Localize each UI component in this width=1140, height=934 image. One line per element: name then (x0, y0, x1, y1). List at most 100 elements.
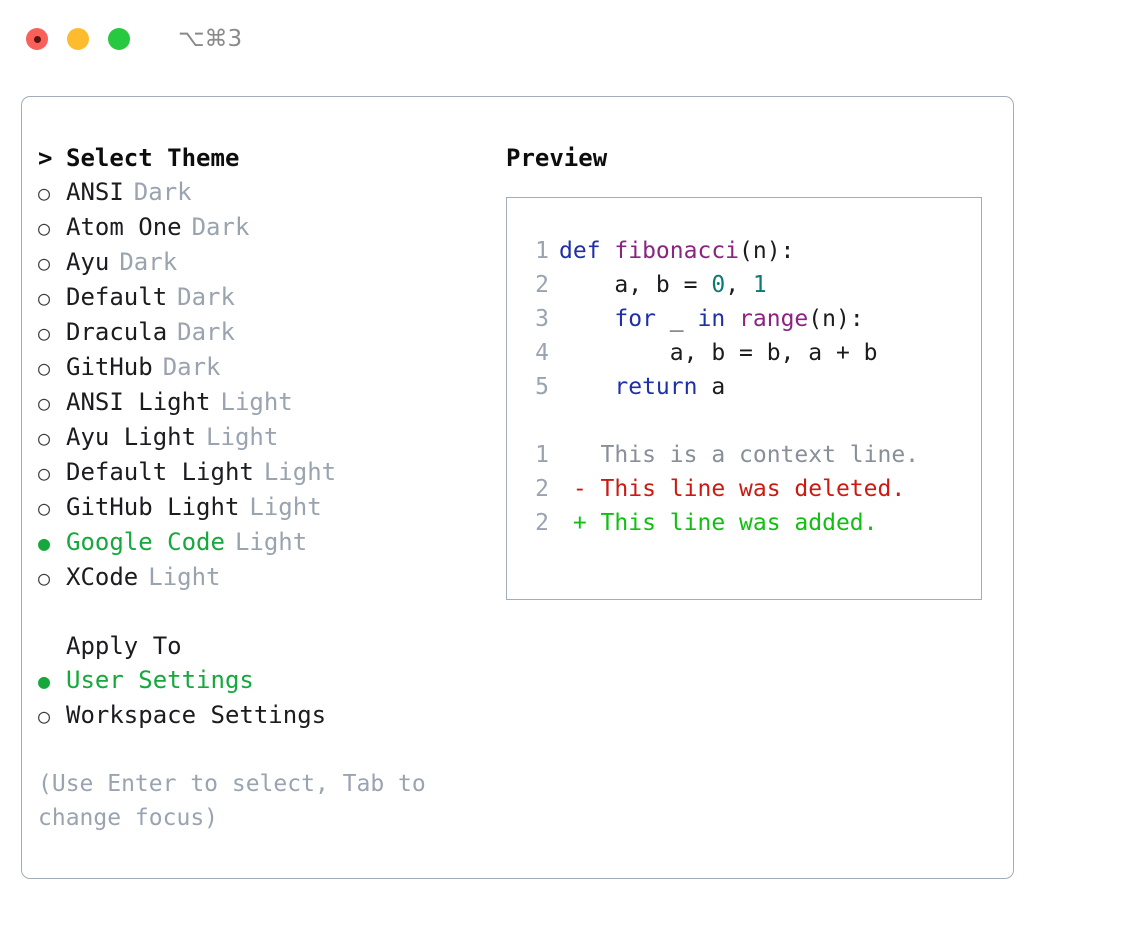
diff-text-del: - This line was deleted. (559, 476, 906, 502)
radio-unselected-icon: ○ (38, 566, 51, 590)
theme-category: Dark (191, 213, 250, 241)
apply-to-label: User Settings (66, 666, 254, 694)
theme-category: Light (206, 423, 279, 451)
theme-category: Dark (133, 178, 192, 206)
preview-title: Preview (506, 144, 608, 172)
code-text: a, b = b, a + b (559, 336, 878, 370)
code-line: 1 def fibonacci(n): (521, 234, 981, 268)
theme-name: GitHub Light (66, 493, 240, 521)
code-line: 4 a, b = b, a + b (521, 336, 981, 370)
code-token-fn: range (739, 306, 809, 332)
title-bar: ⌥⌘3 (0, 0, 1140, 78)
code-line: 3 for _ in range(n): (521, 302, 981, 336)
apply-to-item[interactable]: ● User Settings (38, 663, 490, 698)
code-token-kw: def (559, 238, 615, 264)
theme-list-item[interactable]: ○ Ayu Light Light (38, 420, 490, 455)
line-number: 3 (535, 306, 549, 332)
radio-unselected-icon: ○ (38, 426, 51, 450)
theme-name: Ayu Light (66, 423, 197, 451)
code-text: a, b = 0, 1 (559, 268, 766, 302)
radio-unselected-icon: ○ (38, 216, 51, 240)
code-token-fn: fibonacci (614, 238, 740, 264)
radio-unselected-icon: ○ (38, 356, 51, 380)
radio-unselected-icon: ○ (38, 461, 51, 485)
theme-list-item[interactable]: ○ Ayu Dark (38, 245, 490, 280)
close-button[interactable] (26, 28, 48, 50)
radio-selected-icon: ● (38, 531, 51, 555)
select-theme-title: Select Theme (66, 144, 240, 172)
code-token-pl: _ (655, 306, 698, 332)
theme-name: ANSI (66, 178, 124, 206)
caret-icon: > (38, 144, 53, 172)
window-controls (26, 28, 130, 50)
code-text: return a (559, 370, 725, 404)
theme-category: Dark (177, 318, 235, 346)
code-token-pl: a, b = (559, 272, 712, 298)
theme-name: XCode (66, 563, 139, 591)
line-number: 4 (535, 340, 549, 366)
code-token-pl (725, 306, 739, 332)
line-number: 1 (535, 442, 549, 468)
list-spacer (38, 595, 490, 629)
theme-list-item[interactable]: ○ XCode Light (38, 560, 490, 595)
theme-name: Atom One (66, 213, 182, 241)
theme-list-item[interactable]: ○ Atom One Dark (38, 210, 490, 245)
diff-line: 1 This is a context line. (521, 438, 981, 472)
theme-name: Ayu (66, 248, 110, 276)
diff-line: 2 - This line was deleted. (521, 472, 981, 506)
theme-name: Default Light (66, 458, 254, 486)
theme-name: Google Code (66, 528, 225, 556)
code-text: for _ in range(n): (559, 302, 863, 336)
theme-category: Dark (177, 283, 235, 311)
code-line: 2 a, b = 0, 1 (521, 268, 981, 302)
code-token-pl: , (725, 272, 753, 298)
theme-name: Dracula (66, 318, 168, 346)
radio-unselected-icon: ○ (38, 704, 51, 728)
apply-to-item[interactable]: ○ Workspace Settings (38, 698, 490, 733)
radio-unselected-icon: ○ (38, 251, 51, 275)
keyboard-hint: (Use Enter to select, Tab to change focu… (38, 771, 426, 831)
code-token-num: 0 (711, 272, 726, 298)
line-number: 2 (535, 272, 549, 298)
theme-category: Dark (119, 248, 178, 276)
code-token-pl (559, 306, 614, 332)
code-token-kw: return (614, 374, 698, 400)
radio-unselected-icon: ○ (38, 181, 51, 205)
code-token-kw: in (697, 306, 726, 332)
radio-unselected-icon: ○ (38, 391, 51, 415)
maximize-button[interactable] (108, 28, 130, 50)
theme-list-item[interactable]: ○ ANSI Dark (38, 175, 490, 210)
line-number: 2 (535, 510, 549, 536)
theme-category: Light (220, 388, 293, 416)
minimize-button[interactable] (67, 28, 89, 50)
code-token-pl: (n): (739, 238, 795, 264)
diff-text-add: + This line was added. (559, 510, 878, 536)
diff-text-ctx: This is a context line. (559, 442, 920, 468)
select-theme-header: > Select Theme (38, 141, 490, 175)
theme-category: Light (263, 458, 337, 486)
code-token-kw: for (614, 306, 656, 332)
theme-list-item[interactable]: ○ Default Light Light (38, 455, 490, 490)
apply-to-label: Workspace Settings (66, 701, 327, 729)
keyboard-shortcut-label: ⌥⌘3 (178, 25, 243, 52)
line-number: 1 (535, 238, 549, 264)
code-line: 5 return a (521, 370, 981, 404)
apply-to-list: ● User Settings ○ Workspace Settings (38, 663, 490, 733)
theme-category: Light (148, 563, 221, 591)
radio-unselected-icon: ○ (38, 496, 51, 520)
apply-to-header: Apply To (66, 632, 182, 660)
radio-selected-icon: ● (38, 669, 51, 693)
theme-category: Dark (162, 353, 221, 381)
